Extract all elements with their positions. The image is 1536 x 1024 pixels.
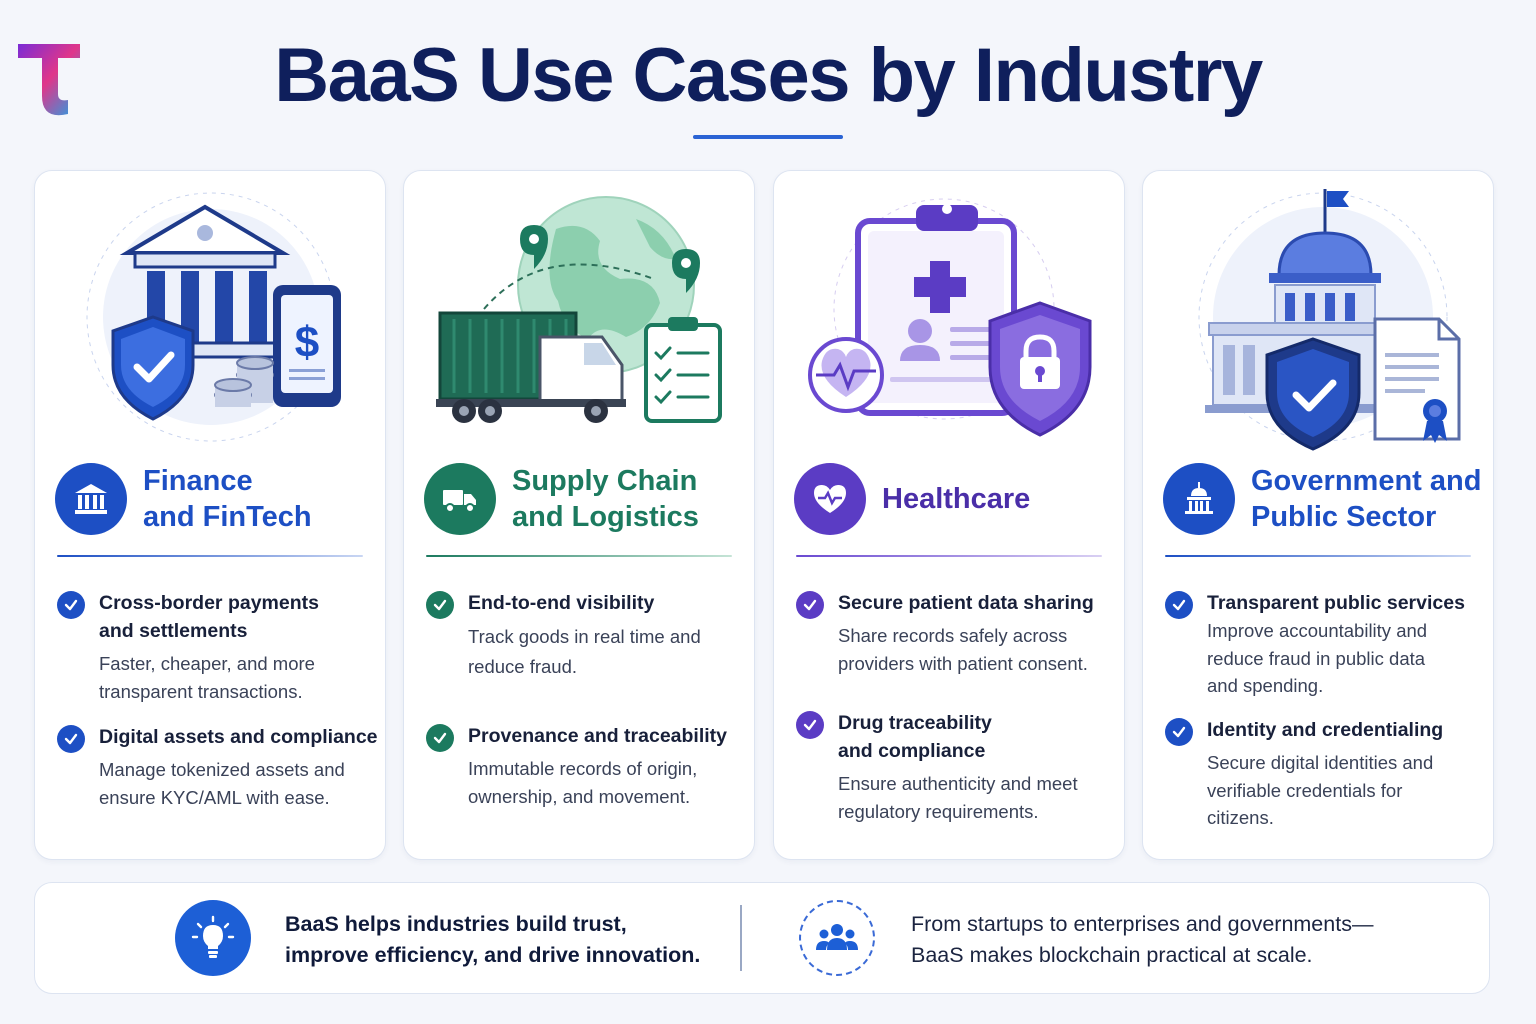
- check-icon: [57, 591, 85, 619]
- brand-logo: [18, 44, 80, 116]
- map-pin-icon: [672, 249, 700, 293]
- shield-lock-icon: [988, 301, 1092, 437]
- government-item-2: Identity and credentialing Secure digita…: [1165, 716, 1487, 832]
- item-title: Secure patient data sharing: [838, 592, 1094, 614]
- item-title: Transparent public services: [1207, 592, 1465, 614]
- item-title: End-to-end visibility: [468, 592, 655, 614]
- clipboard-checklist-icon: [644, 317, 722, 423]
- healthcare-illustration: [808, 198, 1092, 437]
- supply-chain-divider: [426, 555, 732, 557]
- heart-monitor-icon: [808, 337, 884, 413]
- item-description: Immutable records of origin,ownership, a…: [468, 758, 698, 807]
- finance-item-2: Digital assets and compliance Manage tok…: [57, 723, 379, 811]
- item-title: Identity and credentialing: [1207, 719, 1444, 741]
- svg-text:$: $: [295, 318, 319, 367]
- finance-illustration: $: [86, 192, 341, 442]
- shield-check-icon: [111, 315, 195, 421]
- truck-icon: [443, 490, 476, 513]
- title-underline: [693, 135, 843, 139]
- supply-chain-illustration: [436, 196, 722, 423]
- people-group-icon: [816, 924, 858, 950]
- supply-chain-item-1: End-to-end visibility Track goods in rea…: [426, 589, 748, 681]
- lightbulb-icon: [191, 915, 235, 958]
- check-icon: [426, 591, 454, 619]
- banner-divider: [740, 905, 742, 971]
- healthcare-divider: [796, 555, 1102, 557]
- check-icon: [426, 724, 454, 752]
- medical-clipboard-icon: [855, 204, 1017, 416]
- heart-pulse-icon: [814, 485, 846, 513]
- government-badge: [1163, 463, 1235, 535]
- healthcare-heading: Healthcare: [882, 483, 1031, 515]
- supply-chain-badge: [424, 463, 496, 535]
- government-divider: [1165, 555, 1471, 557]
- check-icon: [796, 591, 824, 619]
- people-badge: [799, 900, 875, 976]
- card-healthcare: Healthcare Secure patient data sharing S…: [773, 170, 1125, 860]
- check-icon: [1165, 591, 1193, 619]
- check-icon: [796, 711, 824, 739]
- coins-icon: [214, 356, 274, 407]
- healthcare-badge: [794, 463, 866, 535]
- shield-check-icon: [1265, 337, 1361, 451]
- map-pin-icon: [520, 225, 548, 269]
- government-illustration: [1198, 189, 1461, 451]
- page-title: BaaS Use Cases by Industry: [274, 33, 1263, 118]
- finance-divider: [57, 555, 363, 557]
- capitol-icon: [1185, 482, 1213, 514]
- supply-chain-item-2: Provenance and traceability Immutable re…: [426, 722, 748, 810]
- summary-left-text: BaaS helps industries build trust,improv…: [285, 912, 701, 967]
- lightbulb-badge: [175, 900, 251, 976]
- summary-banner: BaaS helps industries build trust,improv…: [34, 882, 1490, 994]
- document-certificate-icon: [1373, 317, 1461, 443]
- truck-illustration-icon: [436, 311, 626, 423]
- finance-badge: [55, 463, 127, 535]
- item-title: Digital assets and compliance: [99, 726, 378, 748]
- healthcare-item-1: Secure patient data sharing Share record…: [796, 589, 1118, 677]
- government-item-1: Transparent public services Improve acco…: [1165, 589, 1487, 700]
- check-icon: [1165, 718, 1193, 746]
- item-title: Provenance and traceability: [468, 725, 728, 747]
- bank-icon: [75, 484, 107, 514]
- summary-right-text: From startups to enterprises and governm…: [911, 912, 1374, 967]
- phone-dollar-icon: $: [273, 285, 341, 407]
- check-icon: [57, 725, 85, 753]
